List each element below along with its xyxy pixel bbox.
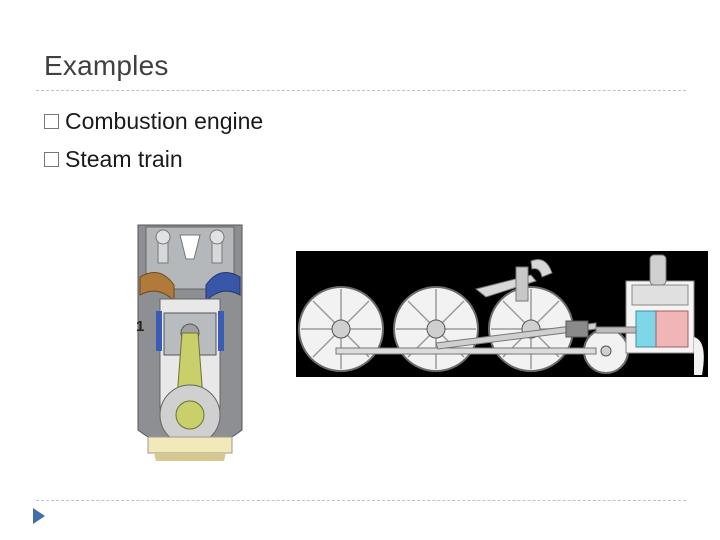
engine-stroke-number: 1 bbox=[136, 318, 145, 335]
steam-locomotive-wheels-diagram bbox=[296, 251, 708, 377]
bullet-text: Steam train bbox=[65, 145, 183, 172]
checkbox-bullet-icon bbox=[44, 113, 59, 129]
bullet-item: Combustion engine bbox=[44, 102, 263, 140]
bullet-list: Combustion engine Steam train bbox=[44, 102, 263, 178]
footer-divider bbox=[36, 500, 686, 501]
next-slide-arrow-icon[interactable] bbox=[32, 507, 46, 525]
slide-title: Examples bbox=[44, 50, 169, 81]
bullet-text: Combustion engine bbox=[65, 107, 264, 134]
title-divider bbox=[36, 90, 686, 91]
bullet-item: Steam train bbox=[44, 140, 263, 178]
checkbox-bullet-icon bbox=[44, 151, 59, 167]
combustion-engine-diagram bbox=[137, 224, 243, 461]
